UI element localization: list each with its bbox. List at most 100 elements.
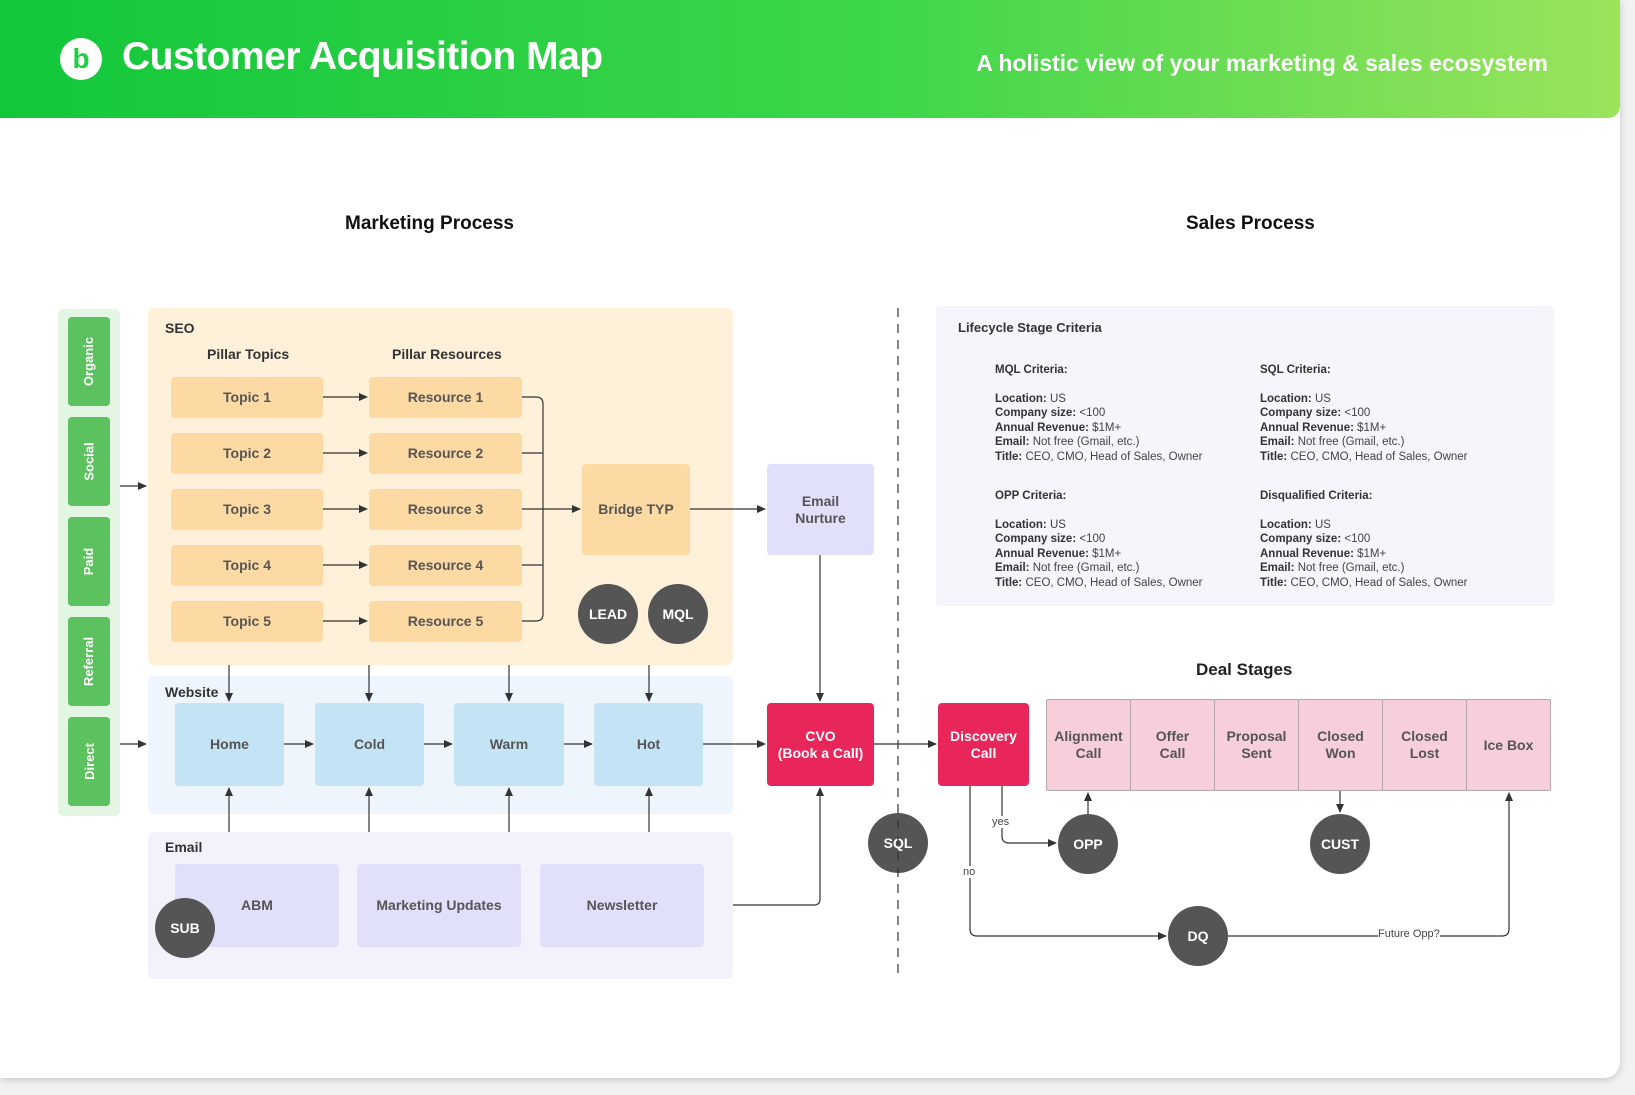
topic-box: Topic 1 [171,377,323,418]
resource-box: Resource 2 [369,433,522,474]
topic-box: Topic 2 [171,433,323,474]
criteria-value: CEO, CMO, Head of Sales, Owner [1025,450,1203,463]
website-label: Website [165,684,219,700]
deal-stage-box: Closed Won [1298,699,1383,791]
channel-direct: Direct [68,717,110,806]
sales-section-title: Sales Process [1186,213,1315,234]
opp-badge: OPP [1058,814,1118,874]
email-label: Email [165,839,203,855]
criteria-value: Not free (Gmail, etc.) [1297,562,1405,574]
marketing-section-title: Marketing Process [345,213,514,234]
cvo-box: CVO (Book a Call) [767,703,874,786]
discovery-call-box: Discovery Call [938,703,1029,786]
sql-badge: SQL [868,813,928,873]
criteria-value: $1M+ [1357,421,1387,434]
channel-label: Social [81,442,97,481]
page-header: b Customer Acquisition Map A holistic vi… [0,0,1620,118]
discovery-label-1: Discovery [950,727,1017,744]
criteria-value: Not free (Gmail, etc.) [1032,436,1140,448]
cvo-label-2: (Book a Call) [777,744,864,761]
criteria-value: <100 [1344,533,1371,545]
email-item-box: Newsletter [540,864,704,947]
channel-label: Paid [81,547,97,576]
deal-stage-label-1: Closed [1401,728,1448,744]
deal-stage-label-2: Call [1075,745,1102,761]
topic-box: Topic 4 [171,545,323,586]
channel-organic: Organic [68,317,110,406]
sql-criteria-block: SQL Criteria: Location: US Company size:… [1260,364,1468,463]
criteria-value: US [1314,518,1331,531]
criteria-value: Not free (Gmail, etc.) [1032,562,1140,574]
criteria-heading: SQL Criteria: [1260,364,1331,376]
criteria-heading: OPP Criteria: [995,490,1067,502]
bridge-typ-box: Bridge TYP [582,464,690,555]
disqualified-criteria-block: Disqualified Criteria: Location: US Comp… [1260,490,1468,589]
criteria-value: CEO, CMO, Head of Sales, Owner [1290,450,1468,463]
seo-label: SEO [165,320,195,336]
pillar-resources-label: Pillar Resources [392,346,502,362]
deal-stage-label-1: Proposal [1226,728,1287,744]
criteria-value: $1M+ [1357,547,1387,560]
criteria-title: Lifecycle Stage Criteria [958,320,1102,335]
mql-badge: MQL [648,584,708,644]
channel-referral: Referral [68,617,110,706]
resource-box: Resource 3 [369,489,522,530]
criteria-value: <100 [1079,407,1106,419]
topic-box: Topic 5 [171,601,323,642]
deal-stage-label-2: Lost [1409,745,1440,761]
page-title: Customer Acquisition Map [122,35,603,78]
connector-dq-icebox [1228,792,1513,937]
deal-stage-label-1: Offer [1155,728,1190,744]
resource-box: Resource 4 [369,545,522,586]
topic-box: Topic 3 [171,489,323,530]
sub-badge: SUB [155,898,215,958]
opp-criteria-block: OPP Criteria: Location: US Company size:… [995,490,1203,589]
deal-stage-label-1: Alignment [1054,728,1123,744]
page-tagline: A holistic view of your marketing & sale… [976,50,1548,76]
deal-stage-box: Offer Call [1130,699,1215,791]
channel-label: Direct [81,743,97,780]
cvo-label-1: CVO [805,727,836,744]
dq-badge: DQ [1168,906,1228,966]
criteria-value: CEO, CMO, Head of Sales, Owner [1290,576,1468,589]
connector-email-cvo [733,787,824,906]
channel-label: Referral [81,636,97,687]
mql-criteria-block: MQL Criteria: Location: US Company size:… [995,364,1203,463]
deal-stage-label-2: Won [1325,745,1356,761]
deal-stage-box: Proposal Sent [1214,699,1299,791]
criteria-value: US [1314,392,1331,405]
deal-stage-box: Alignment Call [1046,699,1131,791]
criteria-value: CEO, CMO, Head of Sales, Owner [1025,576,1203,589]
criteria-heading: MQL Criteria: [995,364,1068,376]
channel-label: Organic [81,336,97,387]
lead-badge: LEAD [578,584,638,644]
edge-label-future-opp: Future Opp? [1378,928,1440,940]
website-page-box: Warm [454,703,564,786]
lifecycle-criteria-panel [936,306,1554,606]
deal-stage-label-1: Ice Box [1483,736,1534,753]
channel-paid: Paid [68,517,110,606]
website-page-box: Home [175,703,284,786]
website-page-box: Cold [315,703,424,786]
criteria-value: Not free (Gmail, etc.) [1297,436,1405,448]
email-item-box: Marketing Updates [357,864,521,947]
deal-stage-box: Closed Lost [1382,699,1467,791]
resource-box: Resource 1 [369,377,522,418]
criteria-value: US [1049,392,1066,405]
deal-stages-title: Deal Stages [1196,660,1293,679]
criteria-value: US [1049,518,1066,531]
criteria-value: <100 [1079,533,1106,545]
resource-box: Resource 5 [369,601,522,642]
deal-stage-label-1: Closed [1317,728,1364,744]
edge-label-yes: yes [992,816,1010,828]
discovery-label-2: Call [970,744,997,761]
email-nurture-label-1: Email [801,492,840,509]
email-nurture-label-2: Nurture [795,509,846,526]
website-page-box: Hot [594,703,703,786]
edge-label-no: no [963,866,976,878]
criteria-value: $1M+ [1092,547,1122,560]
criteria-value: <100 [1344,407,1371,419]
cust-badge: CUST [1310,814,1370,874]
brand-logo-icon: b [60,38,102,80]
deal-stage-label-2: Call [1159,745,1186,761]
